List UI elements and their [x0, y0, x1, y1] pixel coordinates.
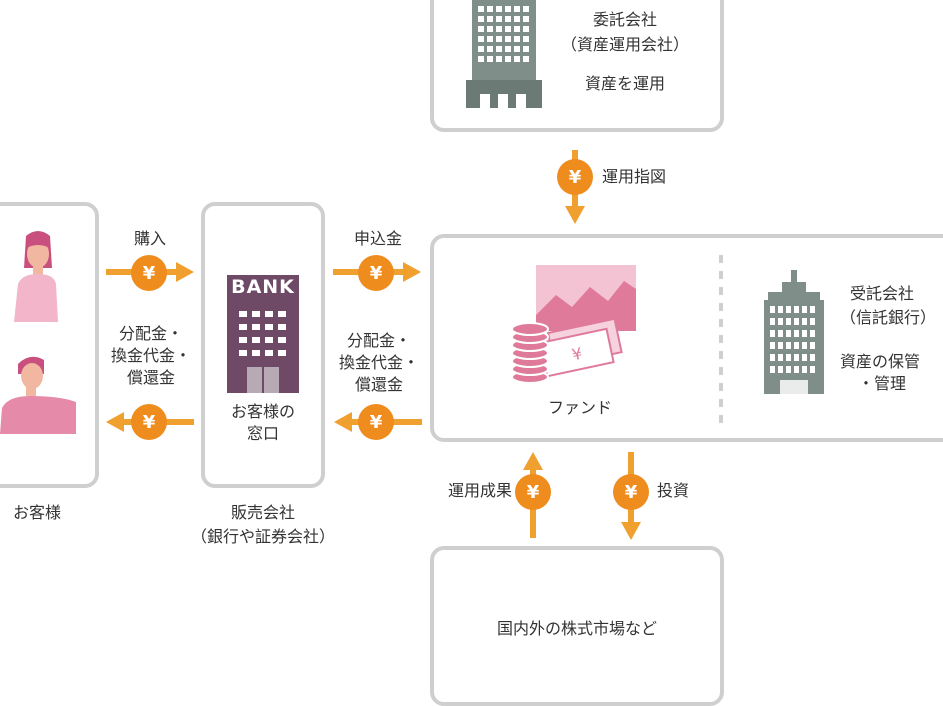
bank-building-icon [227, 275, 299, 393]
svg-text:¥: ¥ [625, 482, 638, 503]
trustee-name-line1: 受託会社 [850, 284, 915, 303]
market-label: 国内外の株式市場など [496, 619, 657, 638]
manager-name-line1: 委託会社 [592, 10, 657, 29]
yen-coin-icon: ¥ [131, 404, 167, 440]
svg-text:¥: ¥ [143, 412, 156, 433]
fund-chart-coins-icon: ¥ [511, 265, 636, 384]
svg-text:¥: ¥ [527, 482, 540, 503]
trustee-name-line2: （信託銀行） [840, 308, 937, 327]
payout-left-line2: 換金代金・ [110, 346, 191, 365]
instruction-label: 運用指図 [602, 167, 667, 186]
distributor-name-line1: 販売会社 [230, 503, 295, 522]
fund-divider [719, 255, 723, 425]
svg-text:¥: ¥ [143, 263, 156, 284]
trustee-building-icon [764, 270, 824, 394]
woman-avatar-icon [14, 231, 58, 322]
fund-box [430, 234, 943, 442]
svg-text:¥: ¥ [370, 412, 383, 433]
customer-box [0, 202, 99, 488]
customer-label: お客様 [12, 503, 61, 522]
distributor-window-line2: 窓口 [246, 424, 279, 443]
payout-right-line2: 換金代金・ [338, 353, 419, 372]
yen-coin-icon: ¥ [358, 255, 394, 291]
trustee-role-line1: 資産の保管 [840, 352, 921, 371]
manager-name-line2: （資産運用会社） [560, 35, 689, 54]
man-avatar-icon [0, 356, 76, 434]
purchase-label: 購入 [133, 229, 166, 248]
yen-coin-icon: ¥ [613, 474, 649, 510]
payout-right-line1: 分配金・ [346, 331, 411, 350]
yen-coin-icon: ¥ [557, 159, 593, 195]
application-label: 申込金 [353, 229, 402, 248]
yen-coin-icon: ¥ [131, 255, 167, 291]
svg-text:¥: ¥ [569, 167, 582, 188]
svg-text:¥: ¥ [570, 344, 584, 365]
distributor-window-line1: お客様の [230, 402, 295, 421]
yen-coin-icon: ¥ [358, 404, 394, 440]
manager-role: 資産を運用 [584, 74, 665, 93]
payout-left-line1: 分配金・ [118, 324, 183, 343]
svg-text:¥: ¥ [370, 263, 383, 284]
trustee-role-line2: ・管理 [858, 374, 907, 393]
payout-left-line3: 償還金 [126, 368, 175, 387]
distributor-name-line2: （銀行や証券会社） [190, 527, 335, 546]
bank-sign: BANK [231, 276, 295, 298]
office-building-icon [466, 0, 542, 108]
investment-label: 投資 [657, 481, 690, 500]
yen-coin-icon: ¥ [515, 474, 551, 510]
payout-right-line3: 償還金 [354, 375, 403, 394]
results-label: 運用成果 [447, 481, 512, 500]
fund-label: ファンド [547, 398, 612, 417]
